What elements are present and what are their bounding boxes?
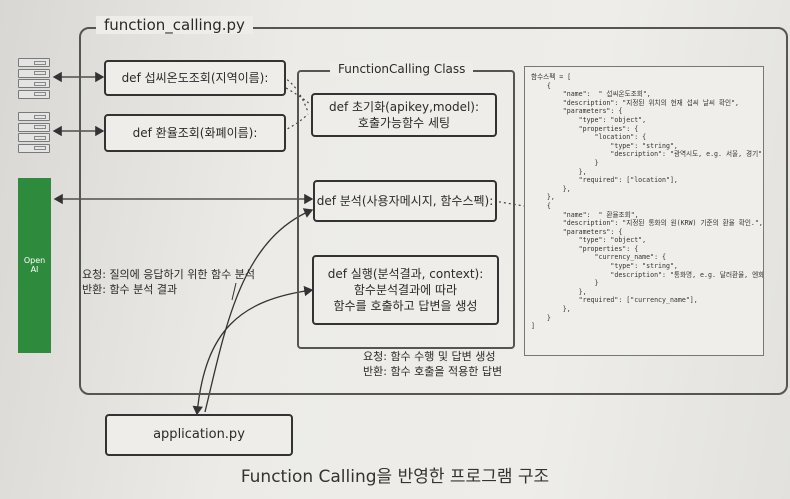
analysis-request-text: 요청: 질의에 응답하기 위한 함수 분석 반환: 함수 분석 결과 [82, 268, 255, 298]
weather-function-box: def 섭씨온도조회(지역이름): [104, 60, 286, 96]
init-function-box: def 초기화(apikey,model): 호출가능함수 세팅 [311, 93, 497, 137]
analyze-function-box: def 분석(사용자메시지, 함수스펙): [313, 180, 497, 222]
analyze-function-label: def 분석(사용자메시지, 함수스펙): [316, 193, 494, 208]
execute-request: 요청: 함수 수행 및 답변 생성 [363, 350, 496, 363]
execute-request-text: 요청: 함수 수행 및 답변 생성 반환: 함수 호출을 적용한 답변 [363, 350, 502, 380]
analysis-response: 반환: 함수 분석 결과 [82, 282, 178, 296]
function-calling-frame [79, 27, 788, 395]
figure-caption: Function Calling을 반영한 프로그램 구조 [240, 467, 550, 487]
frame-title: function_calling.py [96, 16, 253, 34]
weather-server-icon [18, 58, 50, 99]
init-function-label: def 초기화(apikey,model): [328, 99, 480, 114]
init-function-desc: 호출가능함수 세팅 [357, 116, 451, 130]
exchange-server-icon [18, 112, 50, 153]
weather-function-label: def 섭씨온도조회(지역이름): [121, 70, 269, 85]
exchange-function-label: def 환율조회(화폐이름): [132, 125, 258, 140]
run-function-desc-2: 함수를 호출하고 답변을 생성 [333, 299, 478, 314]
application-label: application.py [153, 427, 245, 443]
execute-response: 반환: 함수 호출을 적용한 답변 [363, 364, 503, 378]
run-function-desc-1: 함수분석결과에 따라 [353, 282, 458, 297]
exchange-function-box: def 환율조회(화폐이름): [104, 114, 286, 152]
function-spec-code: 함수스펙 = [ { "name": " 섭씨온도조회", "descripti… [524, 66, 764, 356]
analysis-request: 요청: 질의에 응답하기 위한 함수 분석 [82, 268, 255, 281]
openai-label-2: AI [30, 264, 39, 274]
class-title: FunctionCalling Class [330, 62, 474, 76]
openai-label-1: Open [23, 255, 46, 265]
run-function-label: def 실행(분석결과, context): [327, 266, 484, 281]
application-box: application.py [105, 414, 293, 456]
